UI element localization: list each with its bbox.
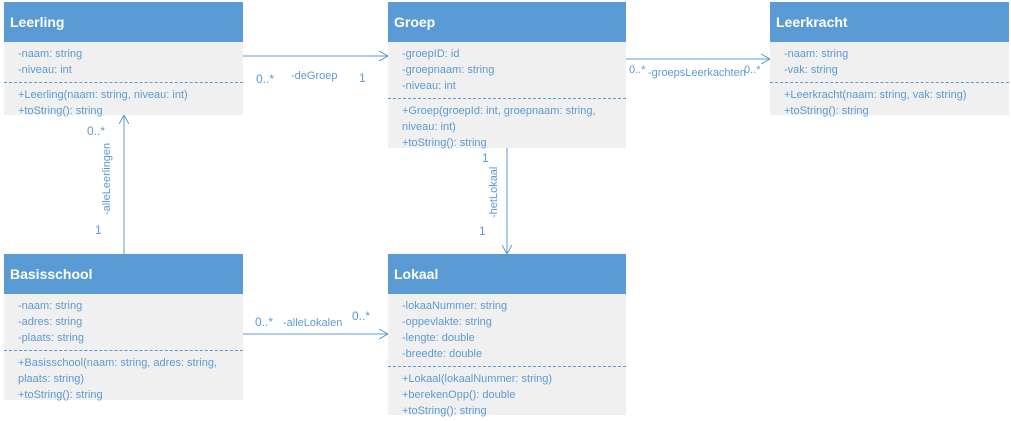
class-leerkracht[interactable]: Leerkracht -naam: string -vak: string +L… (770, 2, 1009, 117)
class-name: Leerling (4, 2, 243, 42)
attribute: -lengte: double (402, 332, 475, 344)
class-leerling[interactable]: Leerling -naam: string -niveau: int +Lee… (4, 2, 243, 117)
class-groep[interactable]: Groep -groepID: id -groepnaam: string -n… (388, 2, 626, 149)
attributes: -naam: string -vak: string (770, 42, 1009, 80)
class-basisschool[interactable]: Basisschool -naam: string -adres: string… (4, 254, 243, 401)
methods: +Leerkracht(naam: string, vak: string) +… (770, 83, 1009, 121)
attribute: -naam: string (18, 300, 83, 312)
multiplicity-target: 0..* (744, 64, 761, 76)
divider (388, 98, 626, 99)
divider (388, 366, 626, 367)
attribute: -naam: string (784, 48, 849, 60)
attributes: -naam: string -niveau: int (4, 42, 243, 80)
method: +Groep(groepId: int, groepnaam: string, … (402, 105, 596, 133)
attribute: -niveau: int (402, 80, 456, 92)
attribute: -naam: string (18, 48, 83, 60)
method: +toString(): string (402, 137, 487, 149)
multiplicity-target: 0..* (87, 124, 106, 138)
class-name: Leerkracht (770, 2, 1009, 42)
method: +Leerling(naam: string, niveau: int) (18, 89, 188, 101)
attribute: -lokaaNummer: string (402, 300, 508, 312)
divider (4, 350, 243, 351)
attribute: -groepID: id (402, 48, 460, 60)
attribute: -adres: string (18, 316, 83, 328)
attributes: -naam: string -adres: string -plaats: st… (4, 294, 243, 348)
methods: +Leerling(naam: string, niveau: int) +to… (4, 83, 243, 121)
role-label: -hetLokaal (488, 166, 500, 218)
attribute: -vak: string (784, 64, 838, 76)
attribute: -plaats: string (18, 332, 85, 344)
class-name: Lokaal (388, 254, 626, 294)
divider (770, 82, 1009, 83)
method: +berekenOpp(): double (402, 389, 516, 401)
role-label: -alleLokalen (283, 317, 343, 329)
role-label: -groepsLeerkachten (648, 67, 746, 79)
class-name: Groep (388, 2, 626, 42)
multiplicity-target: 0..* (352, 309, 371, 323)
attribute: -niveau: int (18, 64, 72, 76)
method: +Lokaal(lokaalNummer: string) (402, 373, 553, 385)
multiplicity-source: 0..* (629, 64, 646, 76)
methods: +Basisschool(naam: string, adres: string… (4, 351, 243, 405)
method: +toString(): string (18, 389, 103, 401)
method: +Basisschool(naam: string, adres: string… (18, 357, 218, 385)
method: +toString(): string (18, 105, 103, 117)
class-lokaal[interactable]: Lokaal -lokaaNummer: string -oppevlakte:… (388, 254, 626, 417)
method: +Leerkracht(naam: string, vak: string) (784, 89, 967, 101)
multiplicity-source: 0..* (255, 315, 274, 329)
multiplicity-target: 1 (479, 224, 486, 238)
attribute: -groepnaam: string (402, 64, 495, 76)
multiplicity-source: 1 (482, 151, 489, 165)
multiplicity-source: 1 (95, 223, 102, 237)
class-name: Basisschool (4, 254, 243, 294)
method: +toString(): string (402, 405, 487, 417)
attribute: -breedte: double (402, 348, 483, 360)
methods: +Lokaal(lokaalNummer: string) +berekenOp… (388, 367, 626, 421)
role-label: -deGroep (291, 70, 338, 82)
role-label: -alleLeerlingen (101, 142, 113, 215)
multiplicity-target: 1 (359, 71, 366, 85)
methods: +Groep(groepId: int, groepnaam: string, … (388, 99, 626, 153)
multiplicity-source: 0..* (256, 72, 275, 86)
attributes: -groepID: id -groepnaam: string -niveau:… (388, 42, 626, 96)
attributes: -lokaaNummer: string -oppevlakte: string… (388, 294, 626, 364)
divider (4, 82, 243, 83)
attribute: -oppevlakte: string (402, 316, 492, 328)
method: +toString(): string (784, 105, 869, 117)
